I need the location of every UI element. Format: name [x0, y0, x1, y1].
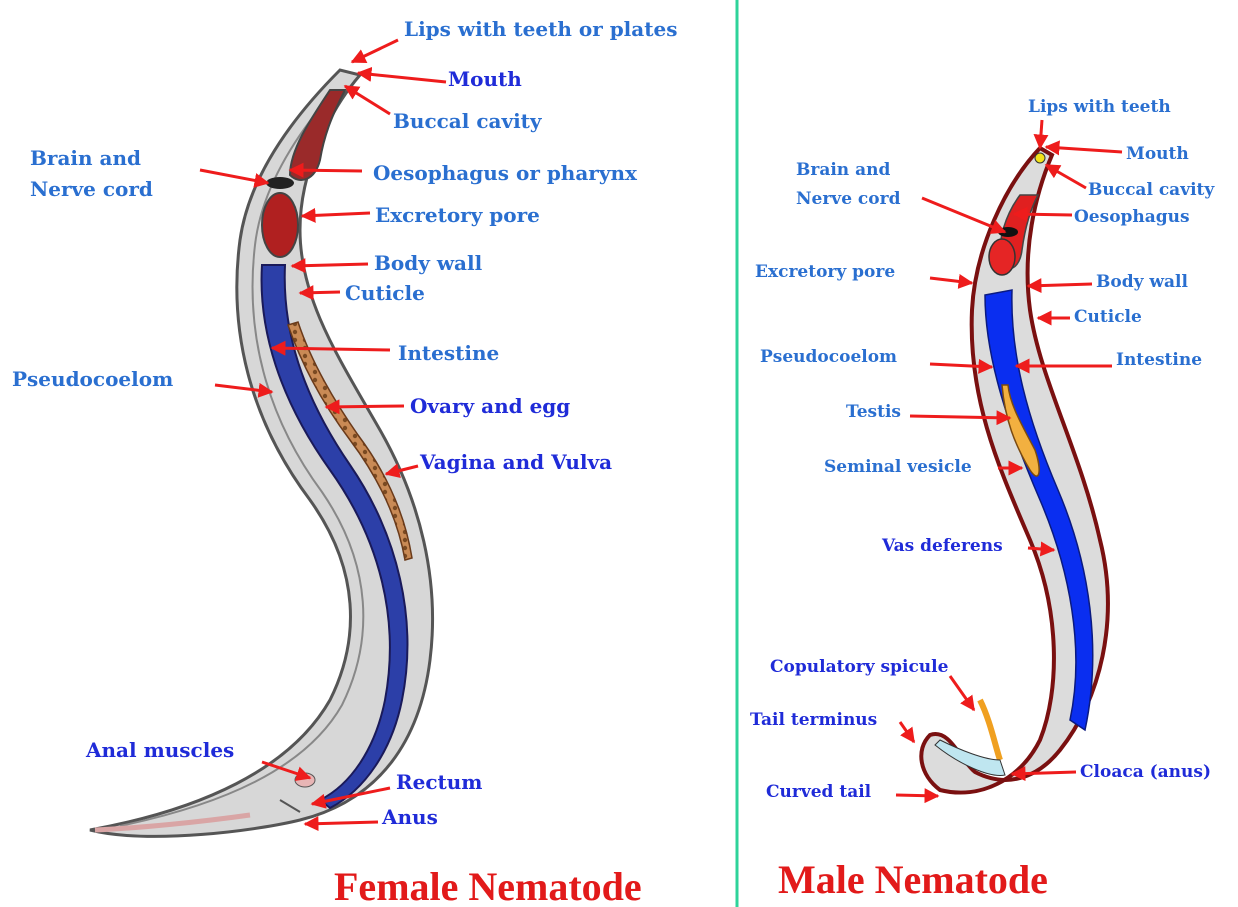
arrow-male-curved-tail	[896, 795, 938, 796]
label-male-buccal: Buccal cavity	[1088, 180, 1215, 200]
female-title: Female Nematode	[334, 864, 642, 907]
label-female-mouth: Mouth	[448, 67, 522, 91]
label-male-curved-tail: Curved tail	[766, 782, 872, 802]
label-male-vas: Vas deferens	[881, 536, 1003, 556]
label-female-intestine: Intestine	[398, 341, 499, 365]
label-male-pseudocoelom: Pseudocoelom	[760, 347, 897, 367]
arrow-female-intestine	[272, 348, 390, 350]
male-spicule	[980, 700, 1000, 760]
arrow-female-oesophagus	[290, 170, 362, 171]
male-labels: Lips with teeth Mouth Buccal cavity Brai…	[750, 97, 1215, 802]
label-female-rectum: Rectum	[396, 770, 482, 794]
arrow-male-brain	[922, 198, 1005, 232]
arrow-male-oesophagus	[1014, 214, 1072, 215]
arrow-female-ovary	[326, 406, 404, 407]
label-male-seminal: Seminal vesicle	[824, 457, 972, 477]
label-female-lips: Lips with teeth or plates	[404, 17, 677, 41]
arrow-female-brain	[200, 170, 268, 183]
label-female-anal-muscles: Anal muscles	[85, 738, 234, 762]
label-male-cuticle: Cuticle	[1074, 307, 1142, 327]
label-male-spicule: Copulatory spicule	[770, 657, 949, 677]
label-male-lips: Lips with teeth	[1028, 97, 1171, 117]
female-nerve-ring	[266, 177, 294, 189]
label-female-cuticle: Cuticle	[345, 281, 425, 305]
label-male-bodywall: Body wall	[1096, 272, 1188, 292]
label-female-oesophagus: Oesophagus or pharynx	[373, 161, 638, 185]
arrow-male-excretory	[930, 278, 972, 283]
arrow-female-excretory	[302, 213, 370, 216]
label-male-mouth: Mouth	[1126, 144, 1189, 164]
label-male-excretory: Excretory pore	[755, 262, 895, 282]
arrow-female-lips	[352, 40, 398, 62]
arrow-male-vas	[1028, 548, 1054, 550]
label-female-brain-2: Nerve cord	[30, 177, 153, 201]
label-female-excretory: Excretory pore	[375, 203, 540, 227]
label-female-bodywall: Body wall	[374, 251, 483, 275]
arrow-male-buccal	[1046, 165, 1086, 188]
label-female-ovary: Ovary and egg	[410, 394, 570, 418]
arrow-male-cloaca	[1012, 772, 1076, 774]
arrow-female-mouth	[358, 73, 446, 82]
arrow-male-spicule	[950, 676, 974, 710]
label-female-anus: Anus	[381, 805, 438, 829]
female-pharynx-bulb	[262, 193, 298, 257]
arrow-female-bodywall	[292, 264, 368, 266]
male-nerve-ring	[998, 227, 1018, 237]
label-male-oesophagus: Oesophagus	[1074, 207, 1190, 227]
label-male-cloaca: Cloaca (anus)	[1080, 762, 1211, 782]
male-pharynx-bulb	[989, 239, 1015, 275]
arrow-female-buccal	[345, 86, 390, 114]
arrow-male-mouth	[1046, 147, 1122, 152]
label-female-brain-1: Brain and	[30, 146, 141, 170]
arrow-male-tail-terminus	[900, 722, 914, 742]
label-male-brain-1: Brain and	[796, 160, 890, 180]
label-male-testis: Testis	[846, 402, 901, 422]
male-mouth-dot	[1035, 153, 1045, 163]
label-female-vagina: Vagina and Vulva	[419, 450, 612, 474]
label-male-tail-terminus: Tail terminus	[750, 710, 877, 730]
arrow-male-lips	[1040, 120, 1042, 148]
arrow-female-cuticle	[300, 292, 340, 293]
label-female-buccal: Buccal cavity	[393, 109, 543, 133]
arrow-male-testis	[910, 416, 1010, 418]
arrow-female-anus	[305, 822, 378, 824]
label-male-intestine: Intestine	[1116, 350, 1202, 370]
label-male-brain-2: Nerve cord	[796, 189, 901, 209]
arrow-male-bodywall	[1028, 284, 1092, 286]
label-female-pseudocoelom: Pseudocoelom	[12, 367, 173, 391]
male-title: Male Nematode	[778, 857, 1048, 902]
